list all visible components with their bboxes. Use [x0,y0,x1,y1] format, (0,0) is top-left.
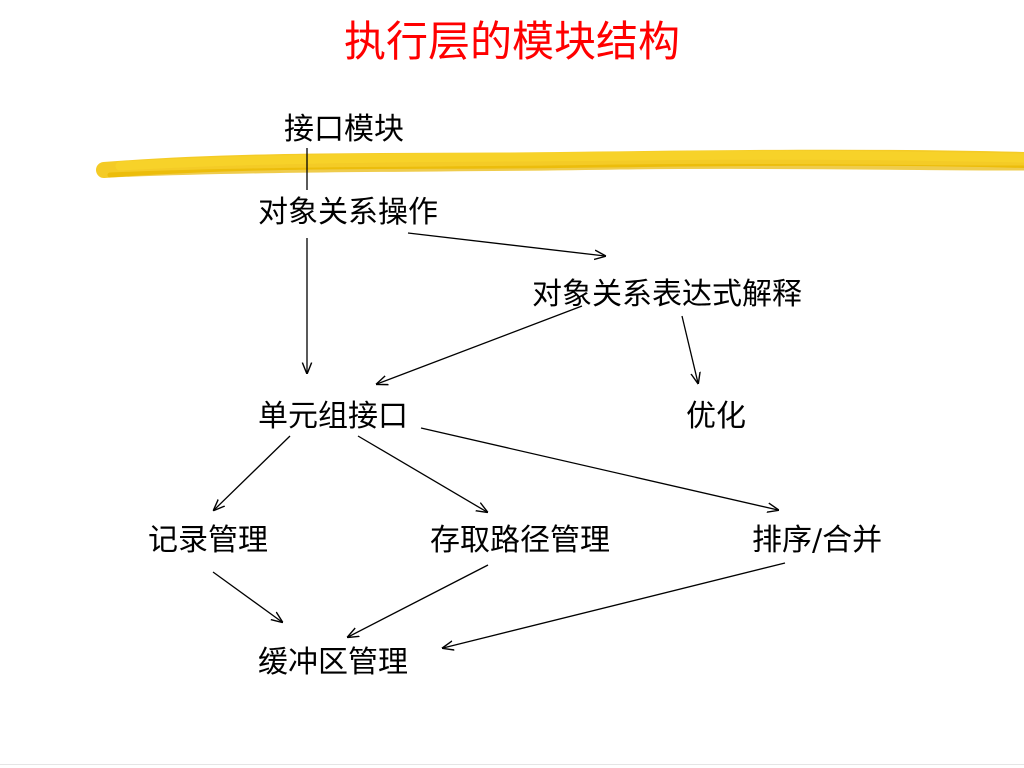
page-title: 执行层的模块结构 [343,17,680,66]
edge-access-path-mgmt-to-buffer-mgmt [348,564,489,637]
node-access-path-mgmt: 存取路径管理 [430,523,610,558]
edge-sort-merge-to-buffer-mgmt [443,562,786,648]
edge-record-mgmt-to-buffer-mgmt [212,571,282,622]
node-buffer-mgmt: 缓冲区管理 [258,645,408,680]
bottom-divider [0,764,1024,765]
node-optimization: 优化 [686,399,746,434]
edge-object-relation-expr-to-tuple-interface [377,305,583,384]
edge-object-relation-ops-to-object-relation-expr [407,232,605,256]
node-object-relation-expr: 对象关系表达式解释 [532,277,802,312]
edge-tuple-interface-to-sort-merge [420,427,778,510]
edge-object-relation-expr-to-optimization [681,315,698,383]
edge-tuple-interface-to-access-path-mgmt [357,435,487,512]
highlighter-stroke [96,149,1024,178]
node-object-relation-ops: 对象关系操作 [258,195,438,230]
node-tuple-interface: 单元组接口 [258,399,408,434]
node-sort-merge: 排序/合并 [752,523,883,558]
node-record-mgmt: 记录管理 [148,523,268,558]
edge-tuple-interface-to-record-mgmt [214,435,291,510]
node-interface-module: 接口模块 [284,112,404,147]
